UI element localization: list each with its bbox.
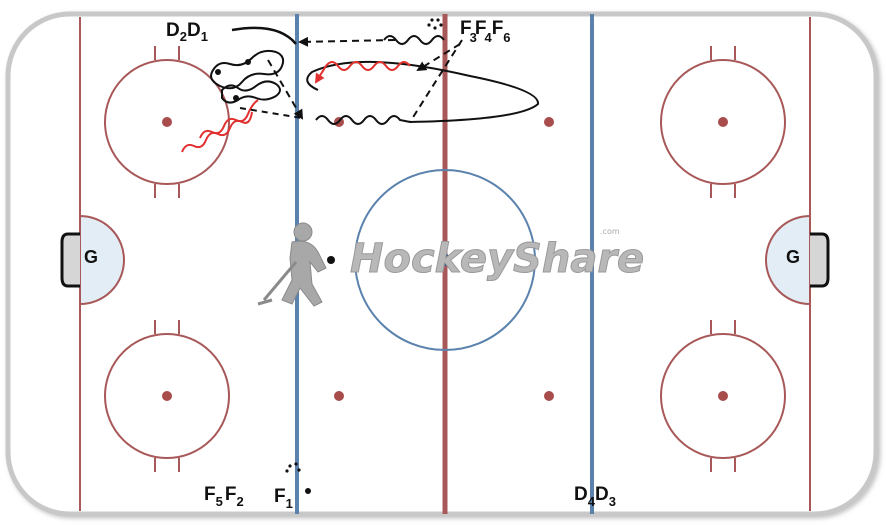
hockeyshare-watermark: HockeyShare .com <box>257 222 645 307</box>
red-skate-path-top <box>314 61 411 84</box>
right-net <box>810 232 830 288</box>
pass-to-forward-short <box>416 43 461 72</box>
puck-pile-bottom <box>285 462 301 473</box>
svg-text:D4D3: D4D3 <box>574 484 616 509</box>
puck-f1 <box>305 488 311 494</box>
watermark-puck-icon <box>327 256 335 264</box>
faceoff-dot-top-left <box>162 117 172 127</box>
label-f3-f4-f6: F3F4F6 <box>460 18 511 45</box>
puck-marker-1 <box>215 69 221 75</box>
red-skate-path-left-1 <box>181 111 253 153</box>
skater-silhouette-icon <box>257 222 327 307</box>
right-goal-crease <box>765 214 811 306</box>
neutral-dot-bottom-right <box>544 391 554 401</box>
red-skate-path-left-2 <box>199 99 259 139</box>
neutral-dot-top-right <box>544 117 554 127</box>
watermark-domain-text: .com <box>600 227 620 236</box>
pass-to-defense-top <box>298 36 396 47</box>
neutral-dot-bottom-left <box>334 391 344 401</box>
forward-skate-top-wavy <box>383 35 445 45</box>
defense-curve-path <box>231 26 297 45</box>
right-goalie-label: G <box>786 247 800 267</box>
watermark-brand-text: HockeyShare <box>350 236 644 282</box>
faceoff-dot-top-right <box>718 117 728 127</box>
label-f1: F1 <box>274 486 293 511</box>
center-circle <box>354 169 536 351</box>
center-faceoff-dot <box>439 254 451 266</box>
label-d4-d3: D4D3 <box>574 484 616 509</box>
faceoff-circle-bottom-right <box>660 320 786 472</box>
svg-text:D2D1: D2D1 <box>166 20 208 44</box>
faceoff-circle-bottom-left <box>104 320 230 472</box>
puck-marker-2 <box>233 95 239 101</box>
left-goalie-label: G <box>84 247 98 267</box>
puck-marker-3 <box>245 59 251 65</box>
faceoff-circle-top-right <box>660 46 786 198</box>
puck-pile-top <box>427 18 443 30</box>
pass-diagonal-right <box>409 39 463 123</box>
svg-text:F3F4F6: F3F4F6 <box>460 18 511 45</box>
faceoff-circle-top-left <box>104 46 230 198</box>
faceoff-dot-bottom-right <box>718 391 728 401</box>
svg-text:F1: F1 <box>274 486 293 511</box>
left-net <box>60 232 80 288</box>
forward-loop-path <box>306 60 539 125</box>
left-goal-crease <box>79 214 125 306</box>
label-d2-d1: D2D1 <box>166 20 208 44</box>
faceoff-dot-bottom-left <box>162 391 172 401</box>
